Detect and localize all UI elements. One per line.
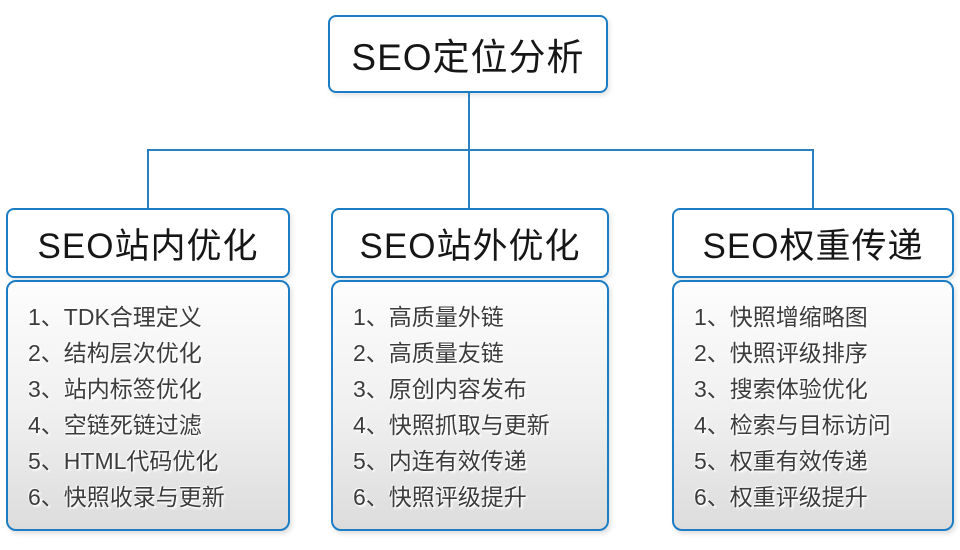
header-weight-title: SEO权重传递 xyxy=(702,226,924,266)
header-onsite-title: SEO站内优化 xyxy=(37,226,259,266)
root-node: SEO定位分析 xyxy=(328,15,608,93)
list-item: 5、权重有效传递 xyxy=(694,448,868,474)
list-item: 1、快照增缩略图 xyxy=(694,304,868,330)
list-item: 4、快照抓取与更新 xyxy=(353,412,550,438)
list-item: 3、站内标签优化 xyxy=(28,376,202,402)
header-weight-transfer: SEO权重传递 xyxy=(672,208,954,278)
list-item: 6、快照收录与更新 xyxy=(28,484,225,510)
list-item: 2、高质量友链 xyxy=(353,340,504,366)
list-item: 6、权重评级提升 xyxy=(694,484,868,510)
header-offsite-title: SEO站外优化 xyxy=(359,226,581,266)
root-title: SEO定位分析 xyxy=(351,37,585,78)
panel-offsite-optimization: 1、高质量外链 2、高质量友链 3、原创内容发布 4、快照抓取与更新 5、内连有… xyxy=(331,280,609,531)
connector-root-drop xyxy=(468,93,470,150)
header-offsite-optimization: SEO站外优化 xyxy=(331,208,609,278)
list-item: 4、检索与目标访问 xyxy=(694,412,891,438)
list-item: 3、原创内容发布 xyxy=(353,376,527,402)
list-item: 3、搜索体验优化 xyxy=(694,376,868,402)
panel-weight-transfer: 1、快照增缩略图 2、快照评级排序 3、搜索体验优化 4、检索与目标访问 5、权… xyxy=(672,280,954,531)
list-item: 6、快照评级提升 xyxy=(353,484,527,510)
connector-horizontal xyxy=(147,149,814,151)
list-item: 1、高质量外链 xyxy=(353,304,504,330)
connector-mid-drop xyxy=(468,149,470,208)
list-item: 5、HTML代码优化 xyxy=(28,448,219,474)
panel-onsite-optimization: 1、TDK合理定义 2、结构层次优化 3、站内标签优化 4、空链死链过滤 5、H… xyxy=(6,280,290,531)
header-onsite-optimization: SEO站内优化 xyxy=(6,208,290,278)
list-item: 5、内连有效传递 xyxy=(353,448,527,474)
list-item: 1、TDK合理定义 xyxy=(28,304,202,330)
list-item: 2、结构层次优化 xyxy=(28,340,202,366)
list-item: 4、空链死链过滤 xyxy=(28,412,202,438)
connector-right-drop xyxy=(812,149,814,208)
connector-left-drop xyxy=(147,149,149,208)
list-item: 2、快照评级排序 xyxy=(694,340,868,366)
